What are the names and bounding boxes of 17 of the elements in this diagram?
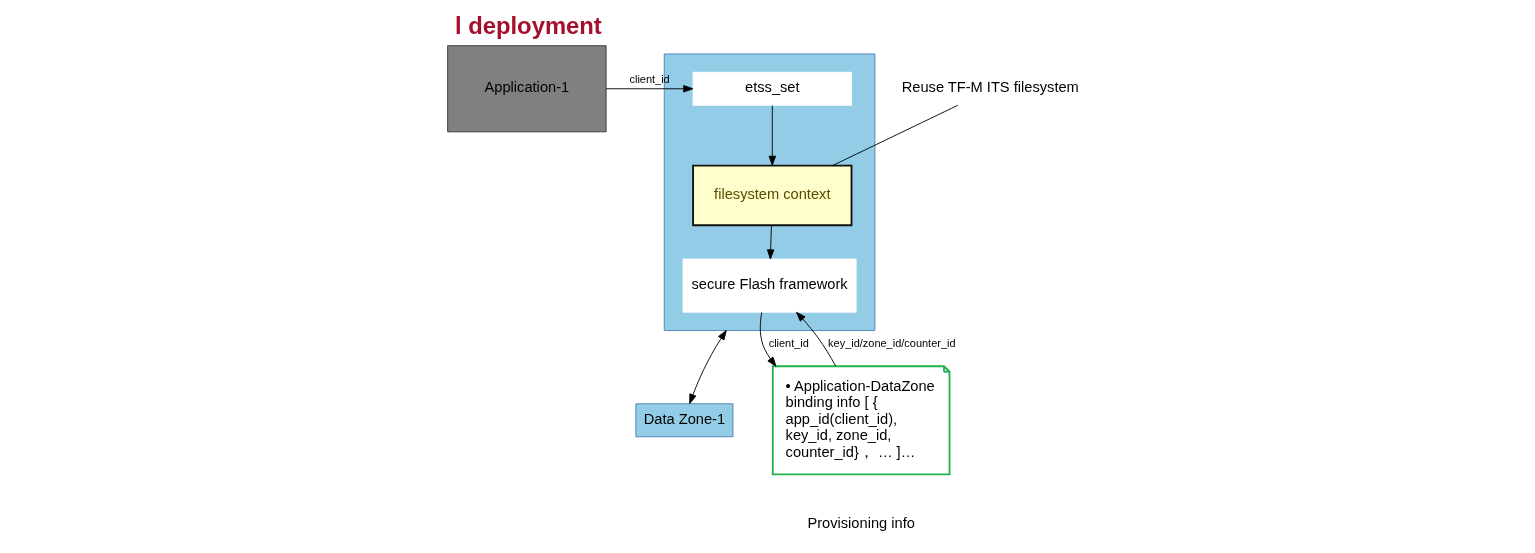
node-box: Application-1	[447, 45, 607, 133]
edge-label: key_id/zone_id/counter_id	[828, 336, 956, 349]
diagram-title: l deployment	[454, 11, 602, 39]
node-box: etss_set	[692, 71, 852, 106]
node-text: Reuse TF-M ITS filesystem	[901, 79, 1079, 96]
arrow	[768, 105, 776, 166]
connector	[832, 104, 959, 167]
node-box: Data Zone-1	[635, 403, 734, 438]
node-box: secure Flash framework	[682, 258, 857, 313]
node-box: filesystem context	[692, 164, 853, 227]
arrow	[767, 224, 775, 260]
arrow	[796, 311, 837, 367]
arrow	[759, 311, 777, 367]
node-label: Provisioning info	[807, 515, 915, 532]
edge-label: client_id	[768, 336, 809, 349]
arrow	[689, 330, 727, 404]
arrow	[605, 85, 694, 93]
